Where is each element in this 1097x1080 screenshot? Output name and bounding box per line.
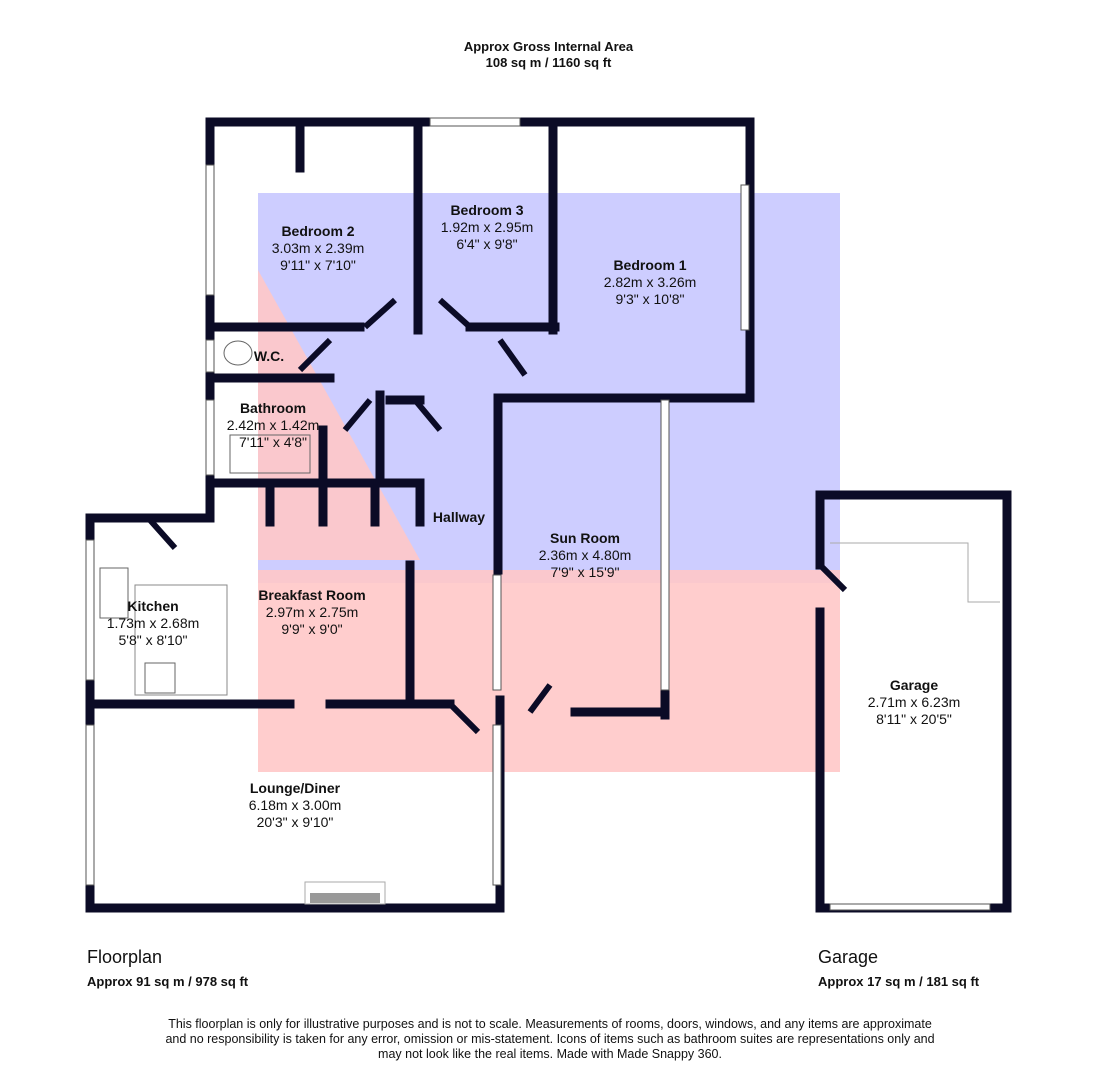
room-imperial: 6'4" x 9'8" (456, 236, 517, 252)
room-imperial: 9'9" x 9'0" (281, 621, 342, 637)
room-kitchen: Kitchen 1.73m x 2.68m 5'8" x 8'10" (107, 598, 200, 648)
garage-area: Approx 17 sq m / 181 sq ft (818, 974, 980, 989)
room-breakfast-room: Breakfast Room 2.97m x 2.75m 9'9" x 9'0" (258, 587, 365, 637)
room-imperial: 7'11" x 4'8" (239, 434, 307, 450)
gross-area-value: 108 sq m / 1160 sq ft (485, 55, 612, 70)
doors (147, 297, 848, 735)
room-metric: 2.82m x 3.26m (604, 274, 697, 290)
room-imperial: 8'11" x 20'5" (876, 711, 952, 727)
room-bedroom-1: Bedroom 1 2.82m x 3.26m 9'3" x 10'8" (604, 257, 697, 307)
room-lounge-diner: Lounge/Diner 6.18m x 3.00m 20'3" x 9'10" (249, 780, 342, 830)
garage-walls (815, 490, 1012, 913)
room-metric: 6.18m x 3.00m (249, 797, 342, 813)
room-name: Kitchen (127, 598, 178, 614)
windows (85, 117, 991, 911)
room-name: Sun Room (550, 530, 620, 546)
room-metric: 1.73m x 2.68m (107, 615, 200, 631)
room-name: Bathroom (240, 400, 306, 416)
room-metric: 2.42m x 1.42m (227, 417, 320, 433)
garage-label: Garage (818, 947, 879, 967)
room-metric: 2.71m x 6.23m (868, 694, 961, 710)
room-name: Bedroom 3 (450, 202, 523, 218)
room-metric: 1.92m x 2.95m (441, 219, 534, 235)
room-name: Breakfast Room (258, 587, 365, 603)
gross-area-title: Approx Gross Internal Area (463, 39, 634, 54)
room-metric: 2.36m x 4.80m (539, 547, 632, 563)
room-imperial: 9'11" x 7'10" (280, 257, 356, 273)
floorplan-label: Floorplan (87, 947, 163, 967)
room-imperial: 20'3" x 9'10" (257, 814, 334, 830)
disclaimer: This floorplan is only for illustrative … (165, 1017, 935, 1061)
room-imperial: 5'8" x 8'10" (119, 632, 188, 648)
room-metric: 3.03m x 2.39m (272, 240, 365, 256)
room-bedroom-3: Bedroom 3 1.92m x 2.95m 6'4" x 9'8" (441, 202, 534, 252)
floorplan-area: Approx 91 sq m / 978 sq ft (87, 974, 249, 989)
room-sun-room: Sun Room 2.36m x 4.80m 7'9" x 15'9" (539, 530, 632, 580)
room-garage: Garage 2.71m x 6.23m 8'11" x 20'5" (868, 677, 961, 727)
room-name: Bedroom 1 (613, 257, 686, 273)
room-name: Bedroom 2 (281, 223, 354, 239)
room-bathroom: Bathroom 2.42m x 1.42m 7'11" x 4'8" (227, 400, 320, 450)
room-name: Lounge/Diner (250, 780, 341, 796)
room-bedroom-2: Bedroom 2 3.03m x 2.39m 9'11" x 7'10" (272, 223, 365, 273)
room-wc: W.C. (254, 348, 284, 364)
room-metric: 2.97m x 2.75m (266, 604, 359, 620)
room-imperial: 9'3" x 10'8" (616, 291, 685, 307)
room-name: Garage (890, 677, 938, 693)
fixtures (99, 340, 1000, 905)
room-imperial: 7'9" x 15'9" (551, 564, 620, 580)
room-hallway: Hallway (433, 509, 485, 525)
